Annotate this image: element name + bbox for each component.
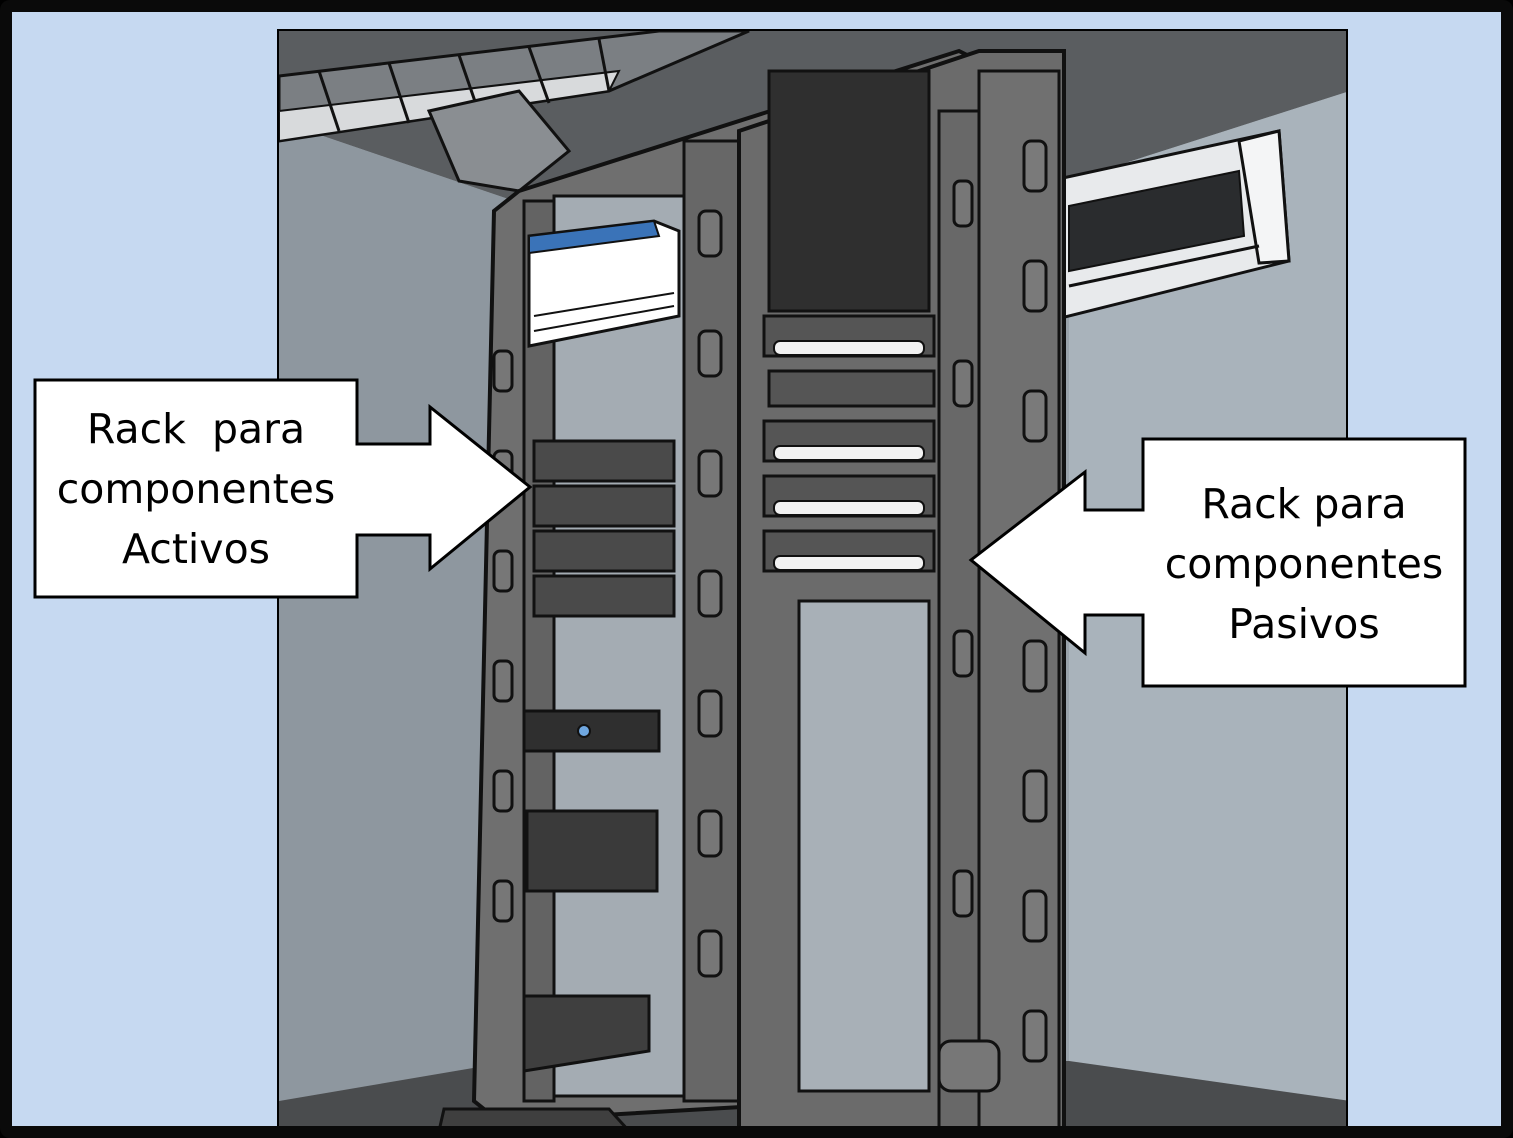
callout-passive-line-1: Rack para [1201,480,1407,528]
air-conditioner [1047,129,1291,323]
callout-active-line-3: Activos [121,525,271,573]
callout-active-label: Rack para componentes Activos [36,379,356,599]
rack-base [438,1107,627,1126]
arrow-right-icon [33,378,533,599]
callout-passive-rack: Rack para componentes Pasivos [967,437,1467,688]
callout-passive-line-3: Pasivos [1228,600,1380,648]
callout-passive-label: Rack para componentes Pasivos [1144,444,1464,684]
cable-tray [279,31,750,193]
callout-active-rack: Rack para componentes Activos [33,378,534,599]
callout-active-line-1: Rack para [86,405,306,453]
arrow-left-icon [968,437,1467,688]
left-wall [279,121,514,1101]
callout-passive-line-2: componentes [1164,540,1444,588]
callout-active-line-2: componentes [56,465,336,513]
